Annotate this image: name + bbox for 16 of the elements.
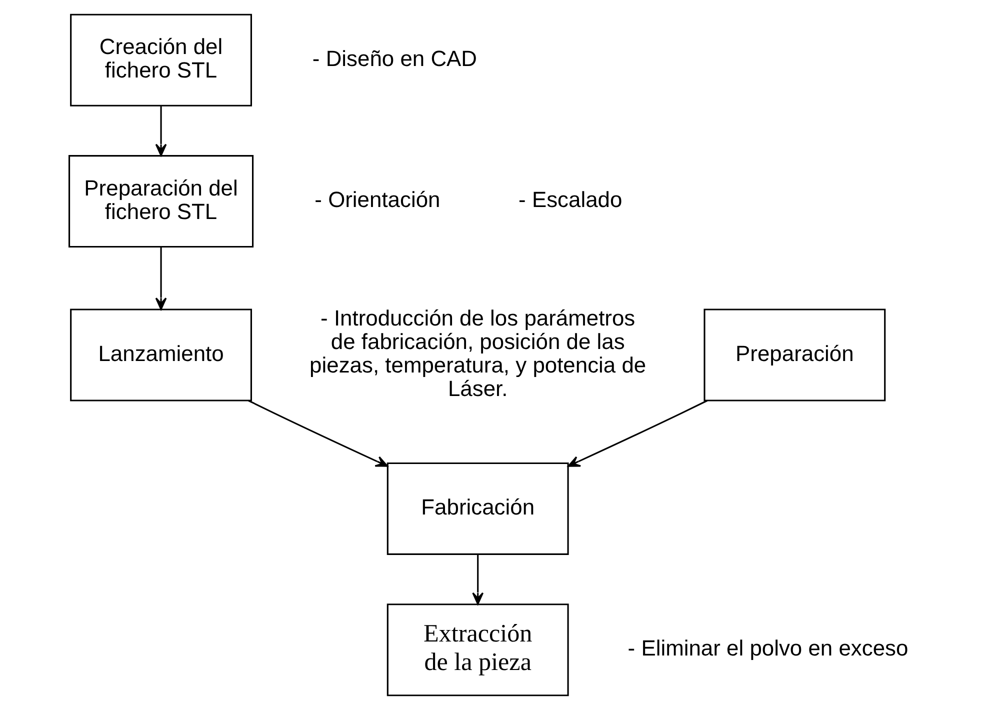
node-box: Preparación del fichero STL [68,155,254,248]
arrow [248,400,388,467]
arrow [472,554,484,605]
arrow [568,400,708,467]
node-box: Extracción de la pieza [386,604,569,696]
node-label: - Introducción de los parámetros de fabricación, posición de las piezas, temperatura, y potencia de Láser. [310,306,646,402]
node-label: - Eliminar el polvo en exceso [628,636,908,661]
arrow [155,246,167,310]
node-label: - Diseño en CAD [312,46,478,71]
node-label: - Orientación [314,187,440,212]
node-box: Lanzamiento [70,308,252,402]
node-box: Creación del fichero STL [70,14,252,106]
node-label: - Escalado [518,187,622,212]
node-box: Preparación [704,308,886,402]
node-box: Fabricación [386,462,569,555]
arrow [155,106,167,156]
